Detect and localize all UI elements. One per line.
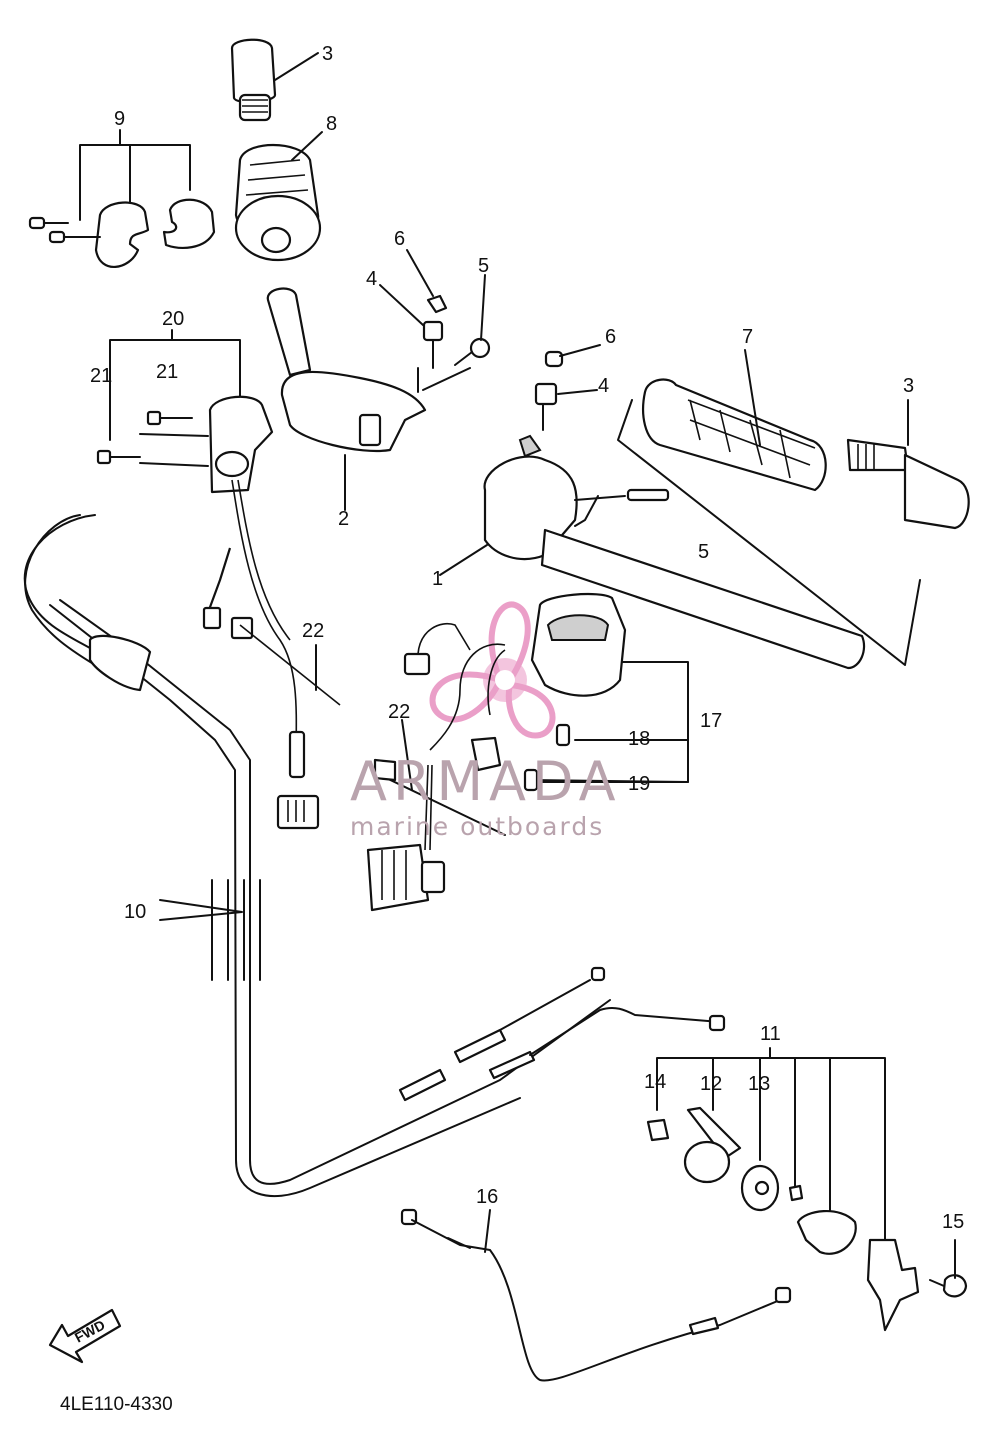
connectors-center bbox=[366, 719, 506, 912]
bar-end-weight-top bbox=[230, 38, 319, 122]
fwd-arrow-icon: FWD bbox=[48, 1308, 122, 1364]
throttle-cable-guide bbox=[28, 129, 216, 268]
callout-17: 17 bbox=[700, 710, 722, 732]
callout-22: 22 bbox=[388, 701, 410, 723]
callout-20: 20 bbox=[162, 308, 184, 330]
callout-13: 13 bbox=[748, 1073, 770, 1095]
watermark-title: ARMADA bbox=[350, 750, 622, 813]
callout-7: 7 bbox=[742, 326, 753, 348]
callout-3: 3 bbox=[322, 43, 333, 65]
callout-10: 10 bbox=[124, 901, 146, 923]
callout-5: 5 bbox=[698, 541, 709, 563]
throttle-cables bbox=[23, 514, 726, 1197]
callout-18: 18 bbox=[628, 728, 650, 750]
watermark-subtitle: marine outboards bbox=[350, 812, 604, 841]
callout-12: 12 bbox=[700, 1073, 722, 1095]
callout-21: 21 bbox=[156, 361, 178, 383]
throttle-housing bbox=[266, 287, 427, 511]
callout-16: 16 bbox=[476, 1186, 498, 1208]
callout-1: 1 bbox=[432, 568, 443, 590]
left-switch bbox=[96, 329, 341, 830]
callout-6: 6 bbox=[394, 228, 405, 250]
callout-6: 6 bbox=[605, 326, 616, 348]
clutch-cable bbox=[400, 1208, 792, 1382]
callout-9: 9 bbox=[114, 108, 125, 130]
callout-4: 4 bbox=[366, 268, 377, 290]
callout-22: 22 bbox=[302, 620, 324, 642]
right-switch bbox=[403, 592, 689, 792]
propeller-logo-icon bbox=[429, 601, 556, 739]
callout-2: 2 bbox=[338, 508, 349, 530]
callout-15: 15 bbox=[942, 1211, 964, 1233]
callout-5: 5 bbox=[478, 255, 489, 277]
callout-11: 11 bbox=[760, 1023, 781, 1045]
drawing-code: 4LE110-4330 bbox=[60, 1394, 173, 1415]
lever-bracket-assembly bbox=[646, 1047, 968, 1332]
callout-4: 4 bbox=[598, 375, 609, 397]
callout-8: 8 bbox=[326, 113, 337, 135]
right-handlebar bbox=[439, 344, 970, 670]
callout-3: 3 bbox=[903, 375, 914, 397]
callout-14: 14 bbox=[644, 1071, 666, 1093]
callout-21: 21 bbox=[90, 365, 112, 387]
hardware-left bbox=[379, 249, 491, 393]
throttle-grip bbox=[234, 131, 323, 262]
callout-19: 19 bbox=[628, 773, 650, 795]
